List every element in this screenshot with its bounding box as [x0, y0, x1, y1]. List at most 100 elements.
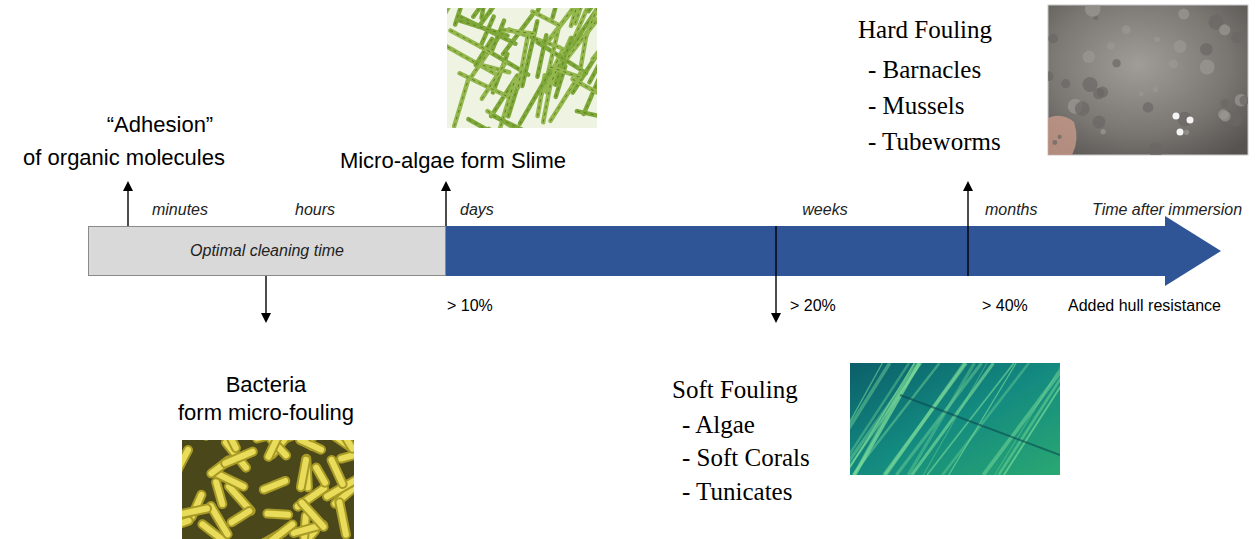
barnacle-spot [1061, 79, 1070, 88]
time-label: days [460, 200, 494, 219]
algae-streak [1004, 363, 1060, 475]
algae-rod [553, 8, 570, 18]
band-label: Optimal cleaning time [190, 241, 344, 260]
bacterium-body [215, 473, 243, 487]
bacterium [267, 514, 288, 515]
barnacle-spot [1085, 5, 1101, 17]
group-heading: Soft Fouling [672, 375, 798, 405]
algae-rod-detail [518, 33, 528, 87]
algae-rod-detail [454, 78, 469, 126]
bacterium-body [211, 506, 228, 534]
barnacle-spot [1219, 24, 1230, 35]
algae-rod-detail [543, 82, 551, 123]
bacterium [332, 460, 343, 484]
bacterium-body [301, 460, 306, 487]
barnacle-spot [1083, 51, 1095, 63]
algae-rod [450, 30, 490, 52]
cleaning-time-band: Optimal cleaning time [88, 226, 446, 276]
algae-rod-detail [482, 63, 506, 99]
algae-rod-detail [537, 35, 546, 77]
list-item: - Tubeworms [868, 127, 1001, 157]
algae-rod [573, 79, 597, 109]
barnacle-spot [1155, 37, 1160, 42]
bacterium [215, 473, 243, 487]
callout-label: Bacteria [226, 372, 307, 398]
algae-rod [455, 8, 476, 25]
bacterium-body [332, 460, 343, 484]
algae-rod-detail [492, 21, 505, 52]
barnacle-spot [1184, 130, 1189, 135]
tick-head [771, 313, 781, 323]
resistance-value: > 10% [447, 296, 493, 315]
algae-streak [850, 363, 919, 475]
bacterium [216, 482, 222, 504]
algae-streak [983, 363, 1060, 475]
algae-rod-detail [553, 8, 570, 18]
axis-label: Time after immersion [1092, 200, 1242, 219]
callout-label: of organic molecules [23, 145, 225, 171]
bacterium [316, 468, 325, 483]
group-heading: Hard Fouling [858, 15, 992, 45]
time-arrow [446, 216, 1221, 286]
tick-line [265, 276, 266, 314]
barnacle-spot [1052, 140, 1057, 145]
algae-rod [518, 33, 528, 87]
algae-rod-detail [490, 8, 515, 12]
bacterium [336, 440, 353, 449]
bacterium [264, 481, 285, 490]
algae-rod [581, 33, 587, 67]
bacterium-body [302, 503, 324, 527]
barnacle-spot [1221, 99, 1229, 107]
axis-label: Added hull resistance [1068, 296, 1221, 315]
bacterium [222, 440, 236, 448]
algae-rod-detail [593, 8, 597, 59]
barnacle-spot [1229, 113, 1242, 126]
list-item: - Barnacles [868, 55, 981, 85]
algae-streak [855, 363, 919, 475]
bacterium-body [316, 468, 325, 483]
barnacle-spot [1122, 25, 1131, 34]
bacterium-body [182, 521, 189, 529]
barnacle-spot [1148, 143, 1163, 155]
bacterium-body [339, 502, 345, 534]
algae-rod-detail [573, 79, 597, 109]
bacterium-body [341, 453, 354, 459]
bacterium [341, 453, 354, 459]
algae-rod-detail [520, 71, 550, 123]
bacterium [268, 440, 277, 457]
algae-rod [520, 71, 550, 123]
algae-rod-detail [581, 33, 587, 67]
barnacle-spot [1231, 32, 1243, 44]
algae-rod-detail [577, 111, 597, 119]
hard-fouling-texture [1048, 5, 1248, 155]
barnacle-spot [1048, 34, 1058, 44]
barnacle-spot [1100, 129, 1105, 134]
bacterium [339, 502, 345, 534]
time-label: weeks [802, 200, 847, 219]
algae-photo [447, 8, 597, 128]
resistance-value: > 40% [982, 296, 1028, 315]
barnacle-spot [1112, 59, 1120, 67]
algae-rod [588, 8, 597, 11]
time-label: months [985, 200, 1037, 219]
algae-streak [927, 363, 1014, 475]
algae-rod-detail [550, 67, 580, 77]
barnacle-spot [1169, 59, 1178, 68]
algae-rod [543, 82, 551, 123]
bacterium-body [182, 450, 188, 481]
algae-rod [490, 8, 515, 12]
algae-rod [537, 35, 546, 77]
algae-rod [577, 111, 597, 119]
barnacle-spot [1239, 96, 1248, 106]
resistance-value: > 20% [790, 296, 836, 315]
barnacle-spot [1178, 9, 1189, 20]
barnacle-spot [1139, 92, 1143, 96]
algae-rod [492, 21, 505, 52]
time-label: hours [295, 200, 335, 219]
algae-streak [850, 363, 921, 475]
bacterium [232, 511, 250, 522]
barnacle-spot [1200, 43, 1213, 56]
bacterium [182, 450, 188, 481]
ticks [123, 181, 973, 323]
